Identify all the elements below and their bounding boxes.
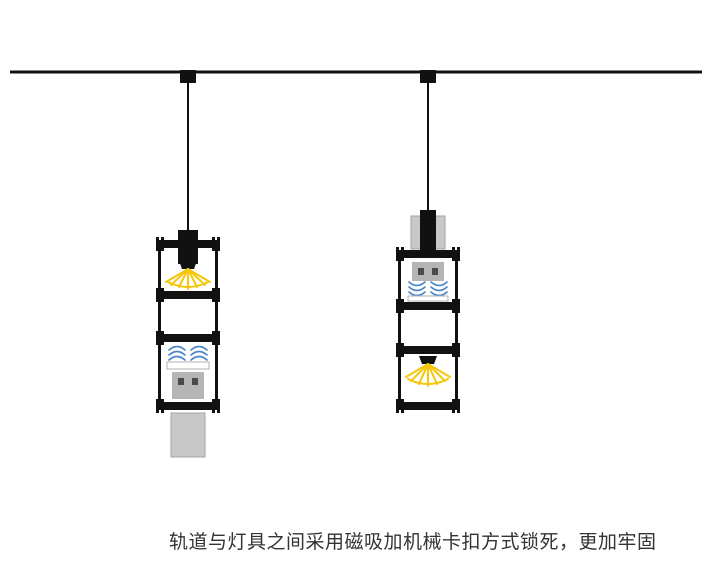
profile-wall-right <box>215 244 218 410</box>
fixture-body-block <box>170 412 206 458</box>
magnet-connector <box>172 372 204 399</box>
profile-rail <box>396 343 460 357</box>
profile-wall-left <box>158 244 161 410</box>
power-feed-box <box>420 210 436 252</box>
track-mount-right <box>420 70 436 83</box>
light-glow-icon <box>405 363 451 387</box>
magnet-wave-icon <box>168 345 186 361</box>
connector-pin <box>418 268 424 275</box>
magnet-plate <box>166 361 210 370</box>
led-module <box>179 261 197 269</box>
connector-pin <box>178 378 184 385</box>
profile-wall-left <box>398 254 401 410</box>
magnet-wave-icon <box>408 281 426 297</box>
light-glow-icon <box>165 268 211 290</box>
fixture-right <box>396 210 460 413</box>
power-feed-box <box>178 230 198 264</box>
connector-pin <box>432 268 438 275</box>
magnet-wave-icon <box>430 281 448 297</box>
magnet-connector <box>412 262 444 281</box>
profile-rail <box>156 399 220 413</box>
track-mount-left <box>180 70 196 83</box>
profile-rail <box>156 288 220 302</box>
profile-wall-right <box>455 254 458 410</box>
magnet-plate <box>407 295 449 302</box>
magnet-wave-icon <box>190 345 208 361</box>
connector-pin <box>192 378 198 385</box>
caption: 轨道与灯具之间采用磁吸加机械卡扣方式锁死，更加牢固 <box>169 532 657 553</box>
fixture-left <box>156 230 220 458</box>
profile-rail <box>156 331 220 345</box>
led-module <box>419 356 437 364</box>
profile-rail <box>396 399 460 413</box>
